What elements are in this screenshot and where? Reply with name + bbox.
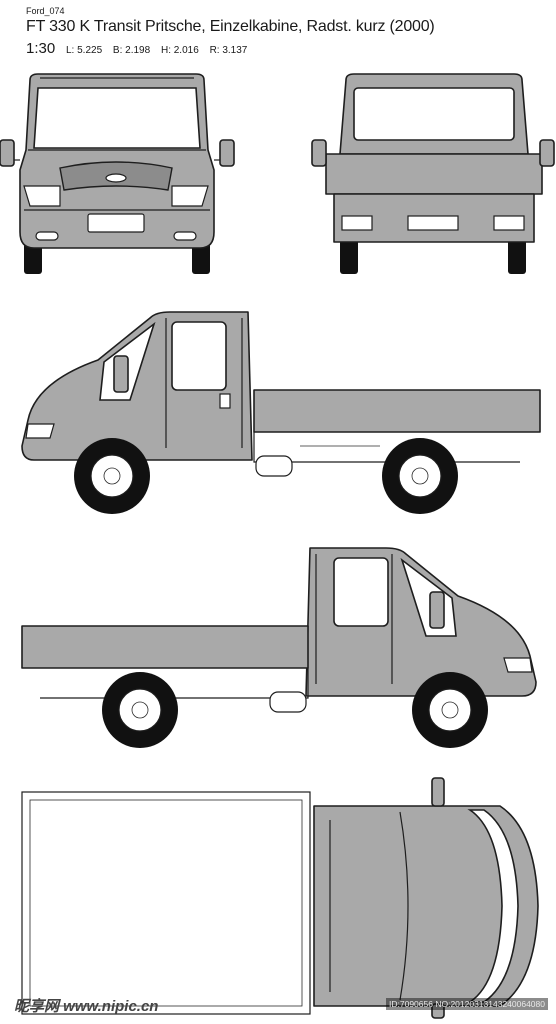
rear-wheel	[382, 438, 458, 514]
side-mirror-r	[429, 591, 445, 629]
dimensions-row: 1:30 L: 5.225 B: 2.198 H: 2.016 R: 3.137	[26, 40, 255, 57]
front-mirrors	[0, 139, 235, 167]
top-windshield	[467, 809, 519, 1003]
dim-width: B: 2.198	[112, 45, 151, 56]
ford-badge	[105, 173, 127, 183]
front-view	[0, 73, 235, 274]
side-view-left	[21, 311, 541, 514]
top-view	[21, 777, 539, 1019]
rear-dropside	[325, 153, 543, 195]
fuel-tank	[255, 455, 293, 477]
side-flatbed-r	[21, 625, 309, 669]
top-mirrors	[431, 777, 445, 1019]
side-door-window	[171, 321, 227, 391]
top-cab-roof	[313, 805, 539, 1007]
watermark-site: 昵享网 www.nipic.cn	[14, 998, 159, 1015]
rear-mirrors	[311, 139, 555, 167]
rear-view	[311, 73, 555, 274]
rear-plate	[407, 215, 459, 231]
side-headlight-r	[503, 657, 533, 673]
headlight-left	[23, 185, 61, 207]
tail-light-right	[493, 215, 525, 231]
side-mirror	[113, 355, 129, 393]
side-flatbed	[253, 389, 541, 433]
dim-wheelbase: R: 3.137	[209, 45, 248, 56]
rear-tyres	[340, 238, 526, 274]
side-door-window-r	[333, 557, 389, 627]
front-windshield	[33, 87, 201, 149]
door-handle	[219, 393, 231, 409]
fuel-tank-r	[269, 691, 307, 713]
front-plate	[87, 213, 145, 233]
drawing-title: FT 330 K Transit Pritsche, Einzelkabine,…	[26, 18, 435, 35]
front-wheel-r	[412, 672, 488, 748]
side-headlight	[25, 423, 55, 439]
scale-label: 1:30	[26, 40, 56, 57]
headlight-right	[171, 185, 209, 207]
rear-wheel-r	[102, 672, 178, 748]
front-wheel	[74, 438, 150, 514]
dim-length: L: 5.225	[65, 45, 103, 56]
drawing-code: Ford_074	[26, 6, 65, 16]
dim-height: H: 2.016	[160, 45, 199, 56]
tail-light-left	[341, 215, 373, 231]
rear-window	[353, 87, 515, 141]
side-view-right	[21, 547, 537, 748]
watermark-id: ID:7090656 NO:20120313143240064080	[386, 998, 548, 1010]
top-flatbed	[21, 791, 311, 1015]
